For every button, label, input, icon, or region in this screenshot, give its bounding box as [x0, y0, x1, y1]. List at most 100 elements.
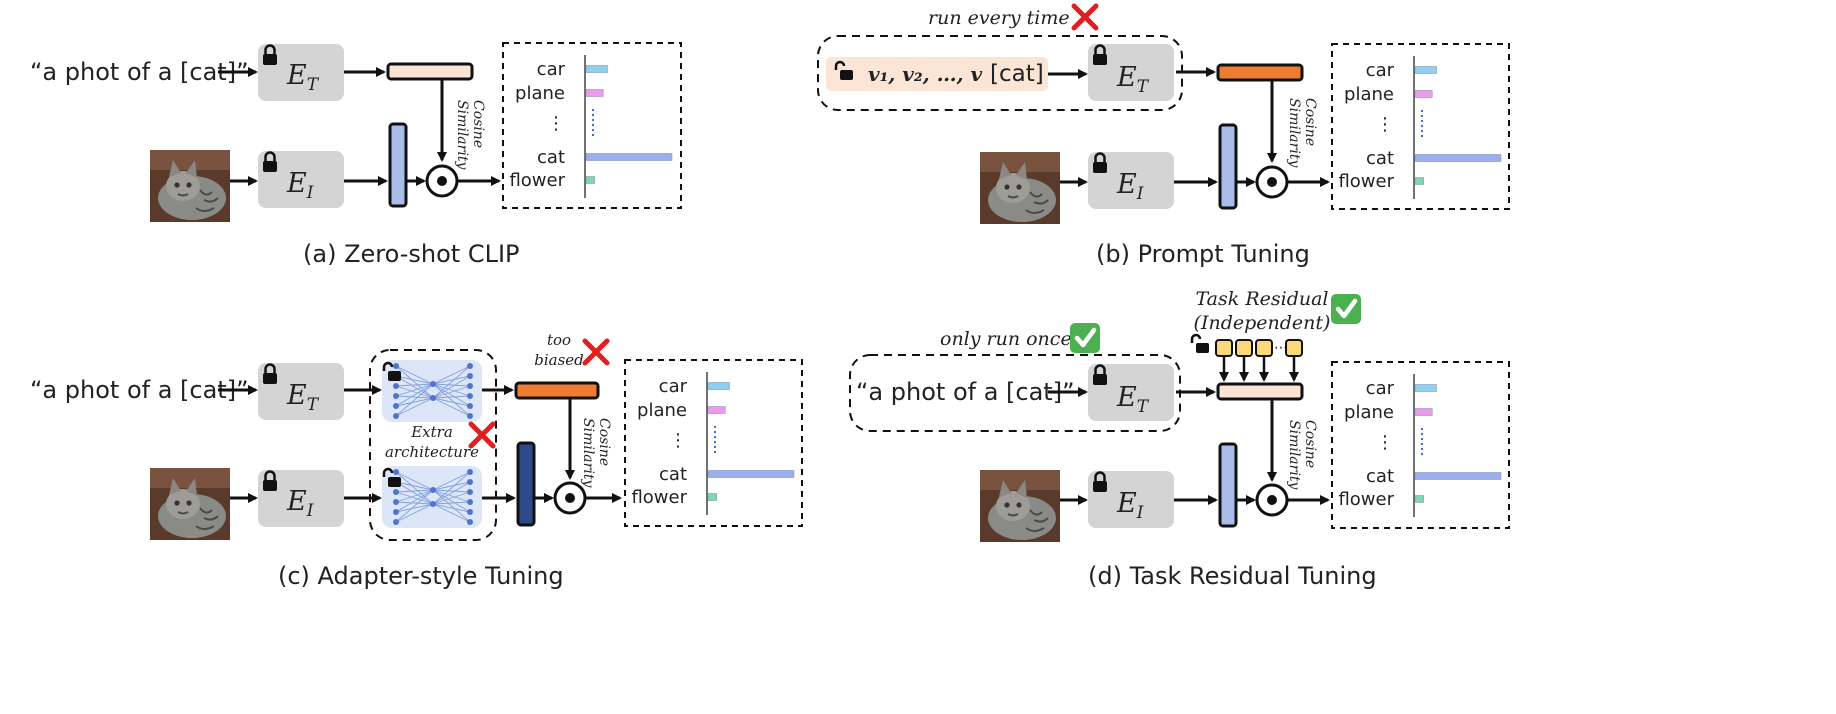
logit-bar — [1414, 495, 1424, 503]
logit-bar — [585, 65, 608, 73]
check-icon — [1331, 294, 1361, 324]
panel-c-text-adapter — [382, 360, 482, 422]
panel-d-note-once: only run once — [940, 328, 1072, 350]
logit-label: flower — [509, 170, 565, 191]
logit-label: cat — [1366, 148, 1394, 169]
panel-d: only run once “a phot of a [cat]” ET Tas… — [849, 288, 1510, 590]
logit-bar — [585, 176, 595, 184]
panel-a: “a phot of a [cat]” ET CosineSimilarity … — [30, 42, 682, 268]
cross-icon — [585, 341, 607, 363]
panel-a-similarity-label: CosineSimilarity — [454, 100, 486, 170]
panel-a-image-feature — [388, 122, 408, 208]
panel-b-prompt-class: [cat] — [990, 61, 1044, 87]
logit-bar — [1414, 472, 1502, 480]
panel-a-text-feature — [386, 62, 474, 81]
panel-c-text-encoder: ET — [258, 363, 344, 420]
check-icon — [1070, 323, 1100, 353]
cat-photo — [979, 469, 1061, 543]
panel-d-text-input: “a phot of a [cat]” — [856, 378, 1075, 406]
panel-a-logits-box — [502, 42, 682, 209]
logit-label: plane — [515, 83, 565, 104]
cross-icon — [1074, 6, 1096, 28]
logit-bar — [1414, 154, 1502, 162]
logit-label: ⋮ — [1376, 432, 1394, 453]
dot-product-icon — [1255, 483, 1289, 517]
panel-d-residual-sub: (Independent) — [1194, 312, 1331, 334]
panel-d-caption: (d) Task Residual Tuning — [1088, 562, 1377, 590]
svg-text:ET: ET — [1116, 382, 1150, 417]
logit-label: car — [1366, 378, 1395, 399]
svg-text:ET: ET — [286, 60, 320, 95]
svg-text:EI: EI — [286, 168, 314, 203]
panel-c-similarity-label: CosineSimilarity — [580, 418, 612, 488]
logit-bar — [707, 470, 795, 478]
panel-c-image-adapter — [382, 466, 482, 528]
logit-label: ⋮ — [1376, 114, 1394, 135]
panel-d-residual-vectors: ⋯ — [1190, 333, 1303, 382]
panel-c-image-feature — [516, 441, 536, 527]
logit-bar — [707, 406, 726, 414]
panel-c-text-feature — [514, 381, 600, 400]
panel-b-note: run every time — [928, 7, 1070, 29]
logit-bar — [585, 153, 673, 161]
logit-label: plane — [1344, 402, 1394, 423]
logit-label: plane — [637, 400, 687, 421]
unlock-icon — [1190, 333, 1211, 355]
logit-label: flower — [631, 487, 687, 508]
cat-photo — [149, 149, 231, 223]
panel-a-caption: (a) Zero-shot CLIP — [303, 240, 520, 268]
logit-label: ⋮ — [669, 430, 687, 451]
dot-product-icon — [425, 164, 459, 198]
panel-b-caption: (b) Prompt Tuning — [1096, 240, 1310, 268]
cross-icon — [471, 424, 493, 446]
svg-text:EI: EI — [1116, 169, 1144, 204]
panel-c-logits-box — [624, 359, 803, 527]
panel-a-text-encoder: ET — [258, 44, 344, 101]
dot-product-icon — [553, 481, 587, 515]
logit-bar — [1414, 66, 1437, 74]
panel-c-adapter-group — [369, 349, 497, 541]
panel-a-text-input: “a phot of a [cat]” — [30, 58, 249, 86]
logit-bar — [707, 382, 730, 390]
dot-product-icon — [1255, 165, 1289, 199]
panel-b-text-encoder: ET — [1088, 44, 1174, 101]
logit-label: cat — [1366, 466, 1394, 487]
panel-b-text-feature — [1216, 63, 1304, 82]
panel-d-image-feature — [1218, 442, 1238, 528]
panel-b-image-encoder: EI — [1088, 152, 1174, 209]
logit-label: cat — [659, 464, 687, 485]
svg-text:EI: EI — [1116, 488, 1144, 523]
cat-photo — [149, 467, 231, 541]
panel-b-image-feature — [1218, 123, 1238, 210]
panel-d-similarity-label: CosineSimilarity — [1286, 420, 1318, 490]
logit-label: car — [659, 376, 688, 397]
logit-label: cat — [537, 147, 565, 168]
panel-d-text-feature — [1216, 382, 1304, 401]
logit-label: plane — [1344, 84, 1394, 105]
panel-a-image-encoder: EI — [258, 151, 344, 208]
logit-label: car — [537, 59, 566, 80]
logit-label: ⋮ — [547, 113, 565, 134]
panel-b-logits-box — [1331, 43, 1510, 210]
logit-label: car — [1366, 60, 1395, 81]
logit-bar — [1414, 177, 1424, 185]
logit-bar — [1414, 384, 1437, 392]
panel-d-logits-box — [1331, 361, 1510, 529]
panel-d-text-encoder: ET — [1088, 364, 1174, 421]
logit-bar — [1414, 408, 1433, 416]
panel-c-text-input: “a phot of a [cat]” — [30, 376, 249, 404]
cat-photo — [979, 151, 1061, 225]
logit-label: flower — [1338, 489, 1394, 510]
svg-text:ET: ET — [286, 380, 320, 415]
svg-text:EI: EI — [286, 486, 314, 521]
panel-b-prompt-vectors: v₁, v₂, …, v — [868, 62, 983, 86]
panel-b-prompt: v₁, v₂, …, v [cat] — [826, 57, 1048, 91]
logit-bar — [585, 89, 604, 97]
